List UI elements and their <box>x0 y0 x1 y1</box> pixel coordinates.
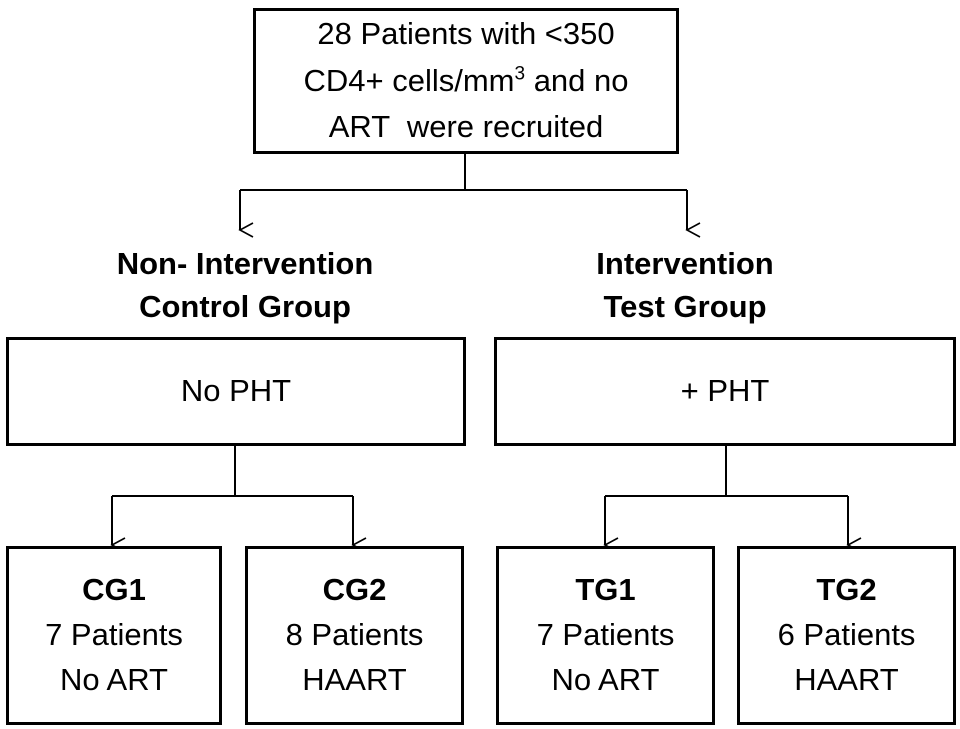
subgroup-patients: 7 Patients <box>536 617 675 653</box>
subgroup-code: TG1 <box>575 572 636 608</box>
subgroup-box-tg2: TG2 6 Patients HAART <box>737 546 956 725</box>
subgroup-patients: 7 Patients <box>45 617 183 653</box>
control-treatment-label: No PHT <box>180 373 292 409</box>
recruitment-superscript: 3 <box>514 63 526 85</box>
control-group-heading-line-2: Control Group <box>139 289 351 325</box>
subgroup-box-cg1: CG1 7 Patients No ART <box>6 546 222 725</box>
recruitment-line-2-text: CD4+ cells/mm <box>303 62 515 98</box>
test-group-heading-line-2: Test Group <box>603 289 767 325</box>
recruitment-line-2-end: and no <box>525 62 629 98</box>
subgroup-therapy: No ART <box>551 661 660 697</box>
recruitment-line-2: CD4+ cells/mm3 and no <box>303 58 628 105</box>
subgroup-patients: 6 Patients <box>777 617 916 653</box>
subgroup-therapy: No ART <box>60 661 168 697</box>
subgroup-code: CG1 <box>82 572 146 608</box>
subgroup-therapy: HAART <box>302 661 407 697</box>
recruitment-line-3: ART were recruited <box>328 109 604 145</box>
subgroup-box-cg2: CG2 8 Patients HAART <box>245 546 464 725</box>
recruitment-box: 28 Patients with <350 CD4+ cells/mm3 and… <box>253 8 679 154</box>
test-treatment-label: + PHT <box>680 373 770 409</box>
subgroup-code: TG2 <box>816 572 877 608</box>
test-treatment-box: + PHT <box>494 337 956 446</box>
subgroup-patients: 8 Patients <box>285 617 424 653</box>
subgroup-box-tg1: TG1 7 Patients No ART <box>496 546 715 725</box>
control-group-heading: Non- Intervention Control Group <box>60 242 430 329</box>
subgroup-code: CG2 <box>322 572 387 608</box>
test-group-heading: Intervention Test Group <box>510 242 860 329</box>
subgroup-therapy: HAART <box>794 661 899 697</box>
recruitment-line-1: 28 Patients with <350 <box>317 16 615 52</box>
control-group-heading-line-1: Non- Intervention <box>116 246 374 281</box>
control-treatment-box: No PHT <box>6 337 466 446</box>
test-group-heading-line-1: Intervention <box>596 246 774 281</box>
